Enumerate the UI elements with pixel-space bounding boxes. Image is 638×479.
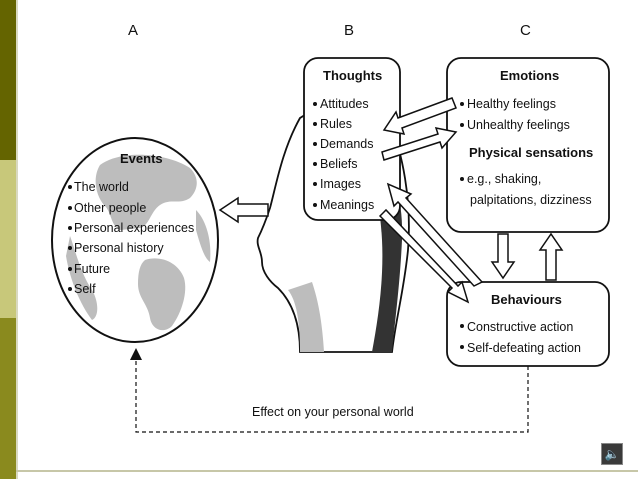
thoughts-item-5: Images [320,177,361,191]
physical-sensations-line-1: e.g., shaking, [467,172,541,186]
behaviours-item-1: Constructive action [467,320,573,334]
thoughts-item-1: Attitudes [320,97,369,111]
arrow-to-events [218,196,269,224]
slide-bottom-rule [16,470,638,472]
physical-sensations-line-2: palpitations, dizziness [470,193,592,207]
column-label-b: B [344,22,354,39]
emotions-title: Emotions [500,68,559,83]
thoughts-bullets [313,102,317,207]
events-item-1: The world [74,180,129,194]
sidebar-edge [16,0,18,479]
arrow-emotions-to-thoughts [382,97,457,135]
physical-sensations-title: Physical sensations [469,145,593,160]
arrow-behaviours-to-thoughts [386,182,484,287]
thoughts-item-6: Meanings [320,198,374,212]
arrow-thoughts-to-emotions [381,127,458,161]
thoughts-item-4: Beliefs [320,157,358,171]
thoughts-item-3: Demands [320,137,374,151]
events-title: Events [120,151,163,166]
arrow-emotions-to-behaviours [490,233,516,280]
flow-arrows [218,97,564,304]
arrow-behaviours-to-emotions [538,232,564,281]
emotions-item-2: Unhealthy feelings [467,118,570,132]
globe [51,137,219,343]
sidebar-segment-middle [0,160,16,318]
column-label-c: C [520,22,531,39]
events-bullets [68,185,72,291]
feedback-label: Effect on your personal world [252,405,414,419]
events-item-5: Future [74,262,110,276]
sidebar-segment-top [0,0,16,160]
slide-sidebar [0,0,16,479]
events-item-3: Personal experiences [74,221,194,235]
events-item-2: Other people [74,201,146,215]
thoughts-box [303,57,401,221]
emotions-item-1: Healthy feelings [467,97,556,111]
column-label-a: A [128,22,138,39]
arrow-thoughts-to-behaviours [378,208,470,304]
speaker-icon[interactable]: 🔈 [601,443,623,465]
events-item-6: Self [74,282,96,296]
emotions-bullets [460,102,464,181]
sidebar-segment-bottom [0,318,16,479]
behaviours-item-2: Self-defeating action [467,341,581,355]
thoughts-item-2: Rules [320,117,352,131]
behaviours-bullets [460,324,464,349]
feedback-loop [130,348,529,433]
emotions-box [446,57,610,233]
behaviours-title: Behaviours [491,292,562,307]
thoughts-title: Thoughts [323,68,382,83]
events-item-4: Personal history [74,241,164,255]
